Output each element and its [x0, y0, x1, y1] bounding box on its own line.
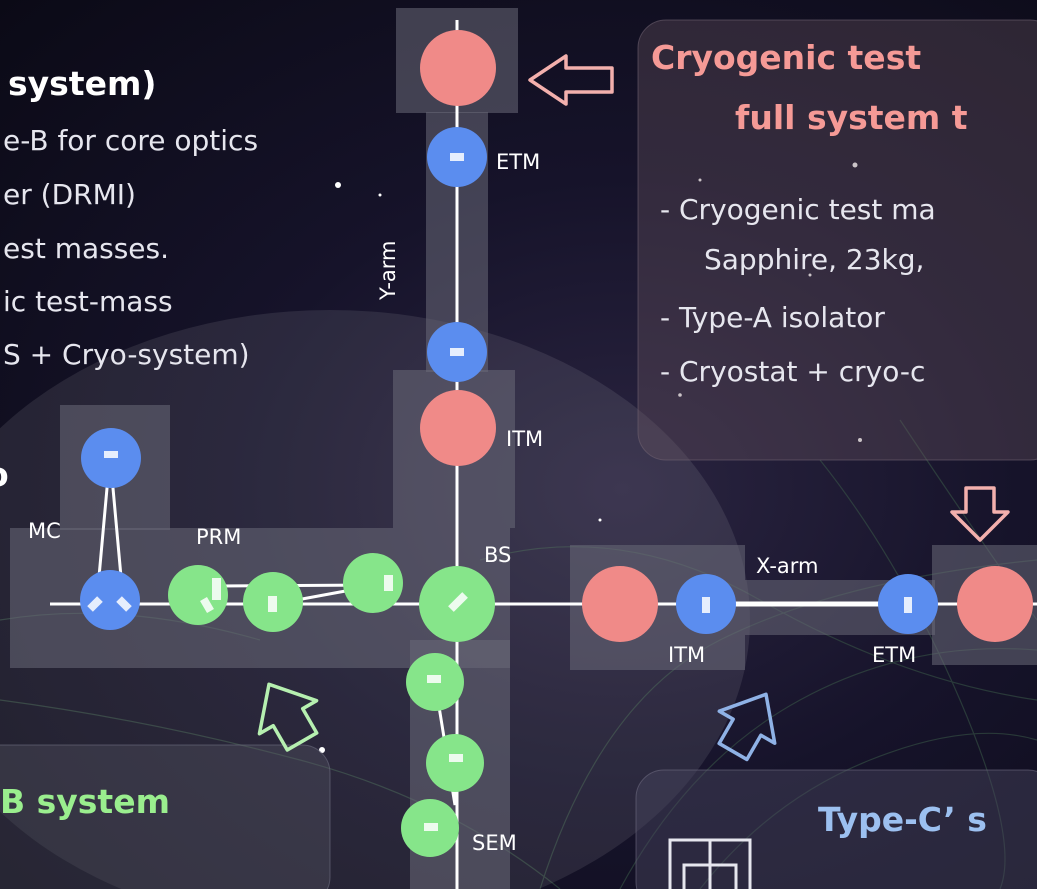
typec-isolator-icon	[668, 838, 752, 889]
etm-x-cryo-mirror	[957, 566, 1033, 642]
left-panel-line-1: e-B for core optics	[3, 124, 259, 157]
typeb-panel-title: B system	[0, 782, 170, 821]
label-bs: BS	[484, 543, 512, 567]
cryo-panel-title-1: Cryogenic test	[651, 38, 922, 77]
label-y-arm: Y-arm	[376, 240, 400, 300]
cryo-panel-box	[637, 19, 1037, 461]
cryo-panel-line-1: - Cryogenic test ma	[660, 193, 936, 226]
blue-arrow-up	[717, 692, 777, 762]
pink-arrow-down	[950, 486, 1010, 542]
mirror-markers	[87, 153, 912, 831]
label-mc: MC	[28, 519, 61, 543]
cryo-panel-line-3: - Type-A isolator	[660, 301, 885, 334]
itm-x-cryo-mirror	[582, 566, 658, 642]
left-panel-line-3: est masses.	[3, 232, 170, 265]
label-prm: PRM	[196, 525, 242, 549]
cryo-mirror-y-end	[420, 30, 496, 106]
left-panel-line-4: ic test-mass	[3, 285, 173, 318]
typec-panel-title: Type-C’ s	[818, 800, 987, 839]
cryo-panel-line-2: Sapphire, 23kg,	[704, 243, 925, 276]
cryo-panel-line-4: - Cryostat + cryo-c	[660, 355, 926, 388]
itm-y-mirror	[420, 390, 496, 466]
left-panel-heading: system)	[8, 64, 157, 103]
label-x-arm: X-arm	[756, 554, 819, 578]
left-panel-line-5: S + Cryo-system)	[3, 338, 250, 371]
label-itm-y: ITM	[506, 427, 544, 451]
label-etm-x: ETM	[872, 643, 917, 667]
label-etm-y: ETM	[496, 150, 541, 174]
left-panel-line-2: er (DRMI)	[3, 178, 136, 211]
cryo-panel-title-2: full system t	[735, 98, 968, 137]
label-itm-x: ITM	[668, 643, 706, 667]
stars	[319, 162, 862, 753]
typec-panel-box	[635, 769, 1037, 889]
green-arrow-up	[257, 682, 319, 752]
prm-mirror-3	[343, 553, 403, 613]
pink-arrow-left	[528, 54, 614, 106]
label-sem: SEM	[472, 831, 517, 855]
arrows	[257, 54, 1010, 762]
typeb-panel-box	[0, 744, 331, 889]
mc-bottom-mirror	[80, 570, 140, 630]
sem-mirror-2	[426, 734, 484, 792]
left-panel-stray: o	[0, 455, 9, 494]
